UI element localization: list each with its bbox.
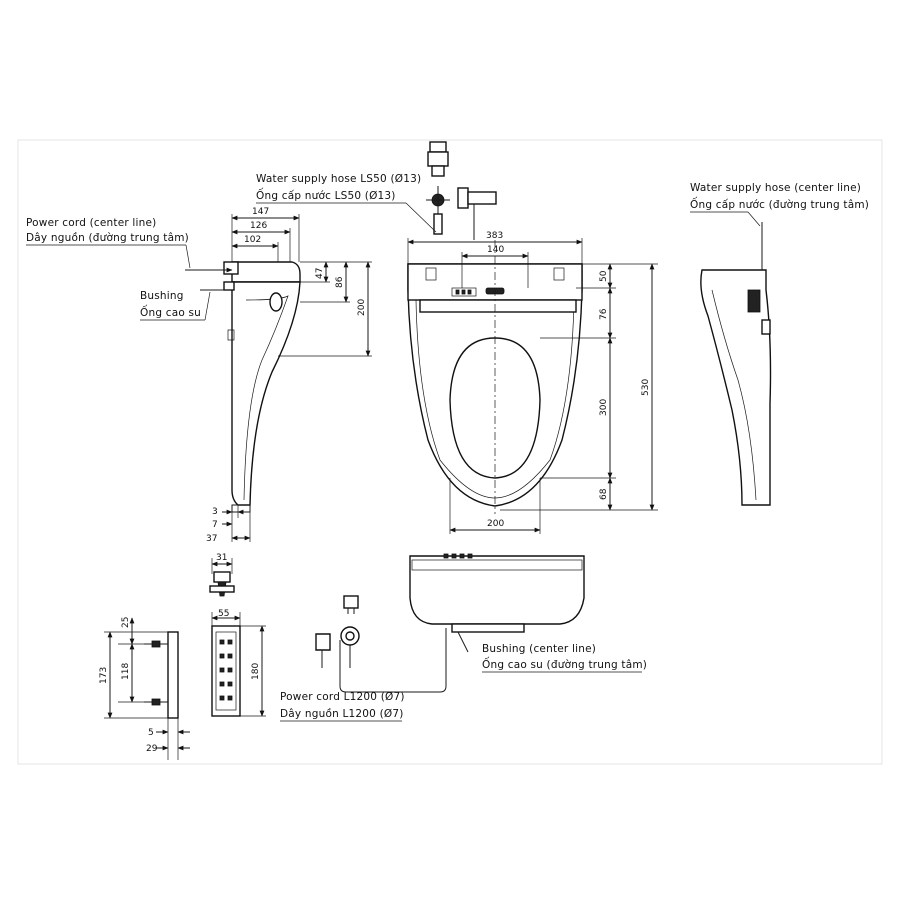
hose-fitting-top	[427, 141, 449, 177]
bushing-detail: 31	[209, 553, 235, 597]
label-bushing-center-vi: Ống cao su (đường trung tâm)	[482, 657, 647, 671]
label-bushing-en: Bushing	[140, 290, 184, 302]
dim-50: 50	[599, 270, 609, 282]
dim-126: 126	[250, 221, 267, 231]
dim-200-horizontal: 200	[487, 519, 504, 529]
dim-118: 118	[121, 663, 131, 680]
holder-detail: 25 173 118 5 29	[99, 617, 190, 760]
label-bushing-vi: Ống cao su	[140, 305, 201, 319]
remote-detail: 55 180	[211, 609, 266, 717]
dim-37: 37	[206, 534, 217, 544]
dim-140: 140	[487, 245, 504, 255]
right-side-view	[700, 222, 772, 506]
dim-7: 7	[212, 520, 218, 530]
front-view	[339, 553, 585, 693]
label-power-cord-len-vi: Dây nguồn L1200 (Ø7)	[280, 708, 404, 720]
plug-parts	[315, 595, 360, 668]
dim-300: 300	[599, 399, 609, 416]
dim-3: 3	[212, 507, 218, 517]
dim-86: 86	[335, 276, 345, 288]
dim-200-vertical: 200	[357, 299, 367, 316]
dim-47: 47	[315, 268, 325, 279]
dim-383: 383	[486, 231, 503, 241]
dim-29: 29	[146, 744, 158, 754]
dim-180: 180	[251, 663, 261, 680]
dim-173: 173	[99, 667, 109, 684]
label-water-hose-center-en: Water supply hose (center line)	[690, 182, 861, 194]
dim-5: 5	[148, 728, 154, 738]
label-power-cord-len-en: Power cord L1200 (Ø7)	[280, 691, 405, 703]
dim-31: 31	[216, 553, 227, 563]
label-power-cord-center-en: Power cord (center line)	[26, 217, 156, 229]
dim-76: 76	[599, 308, 609, 320]
side-view: 147 126 102 47 86 200 3 7 37	[185, 207, 372, 544]
label-bushing-center-en: Bushing (center line)	[482, 643, 596, 655]
label-water-hose-center-vi: Ống cấp nước (đường trung tâm)	[690, 197, 869, 211]
dim-147: 147	[252, 207, 269, 217]
drawing-frame	[17, 139, 883, 765]
dim-25: 25	[121, 617, 131, 628]
label-water-hose-vi: Ống cấp nước LS50 (Ø13)	[256, 188, 396, 202]
dim-55: 55	[218, 609, 229, 619]
label-power-cord-center-vi: Dây nguồn (đường trung tâm)	[26, 232, 189, 244]
dim-68: 68	[599, 488, 609, 500]
dim-102: 102	[244, 235, 261, 245]
hose-fitting-valve	[426, 186, 497, 240]
dim-530: 530	[641, 379, 651, 396]
top-view: 383 140 50 76 300 68 530 200	[407, 141, 658, 534]
label-water-hose-en: Water supply hose LS50 (Ø13)	[256, 173, 421, 185]
